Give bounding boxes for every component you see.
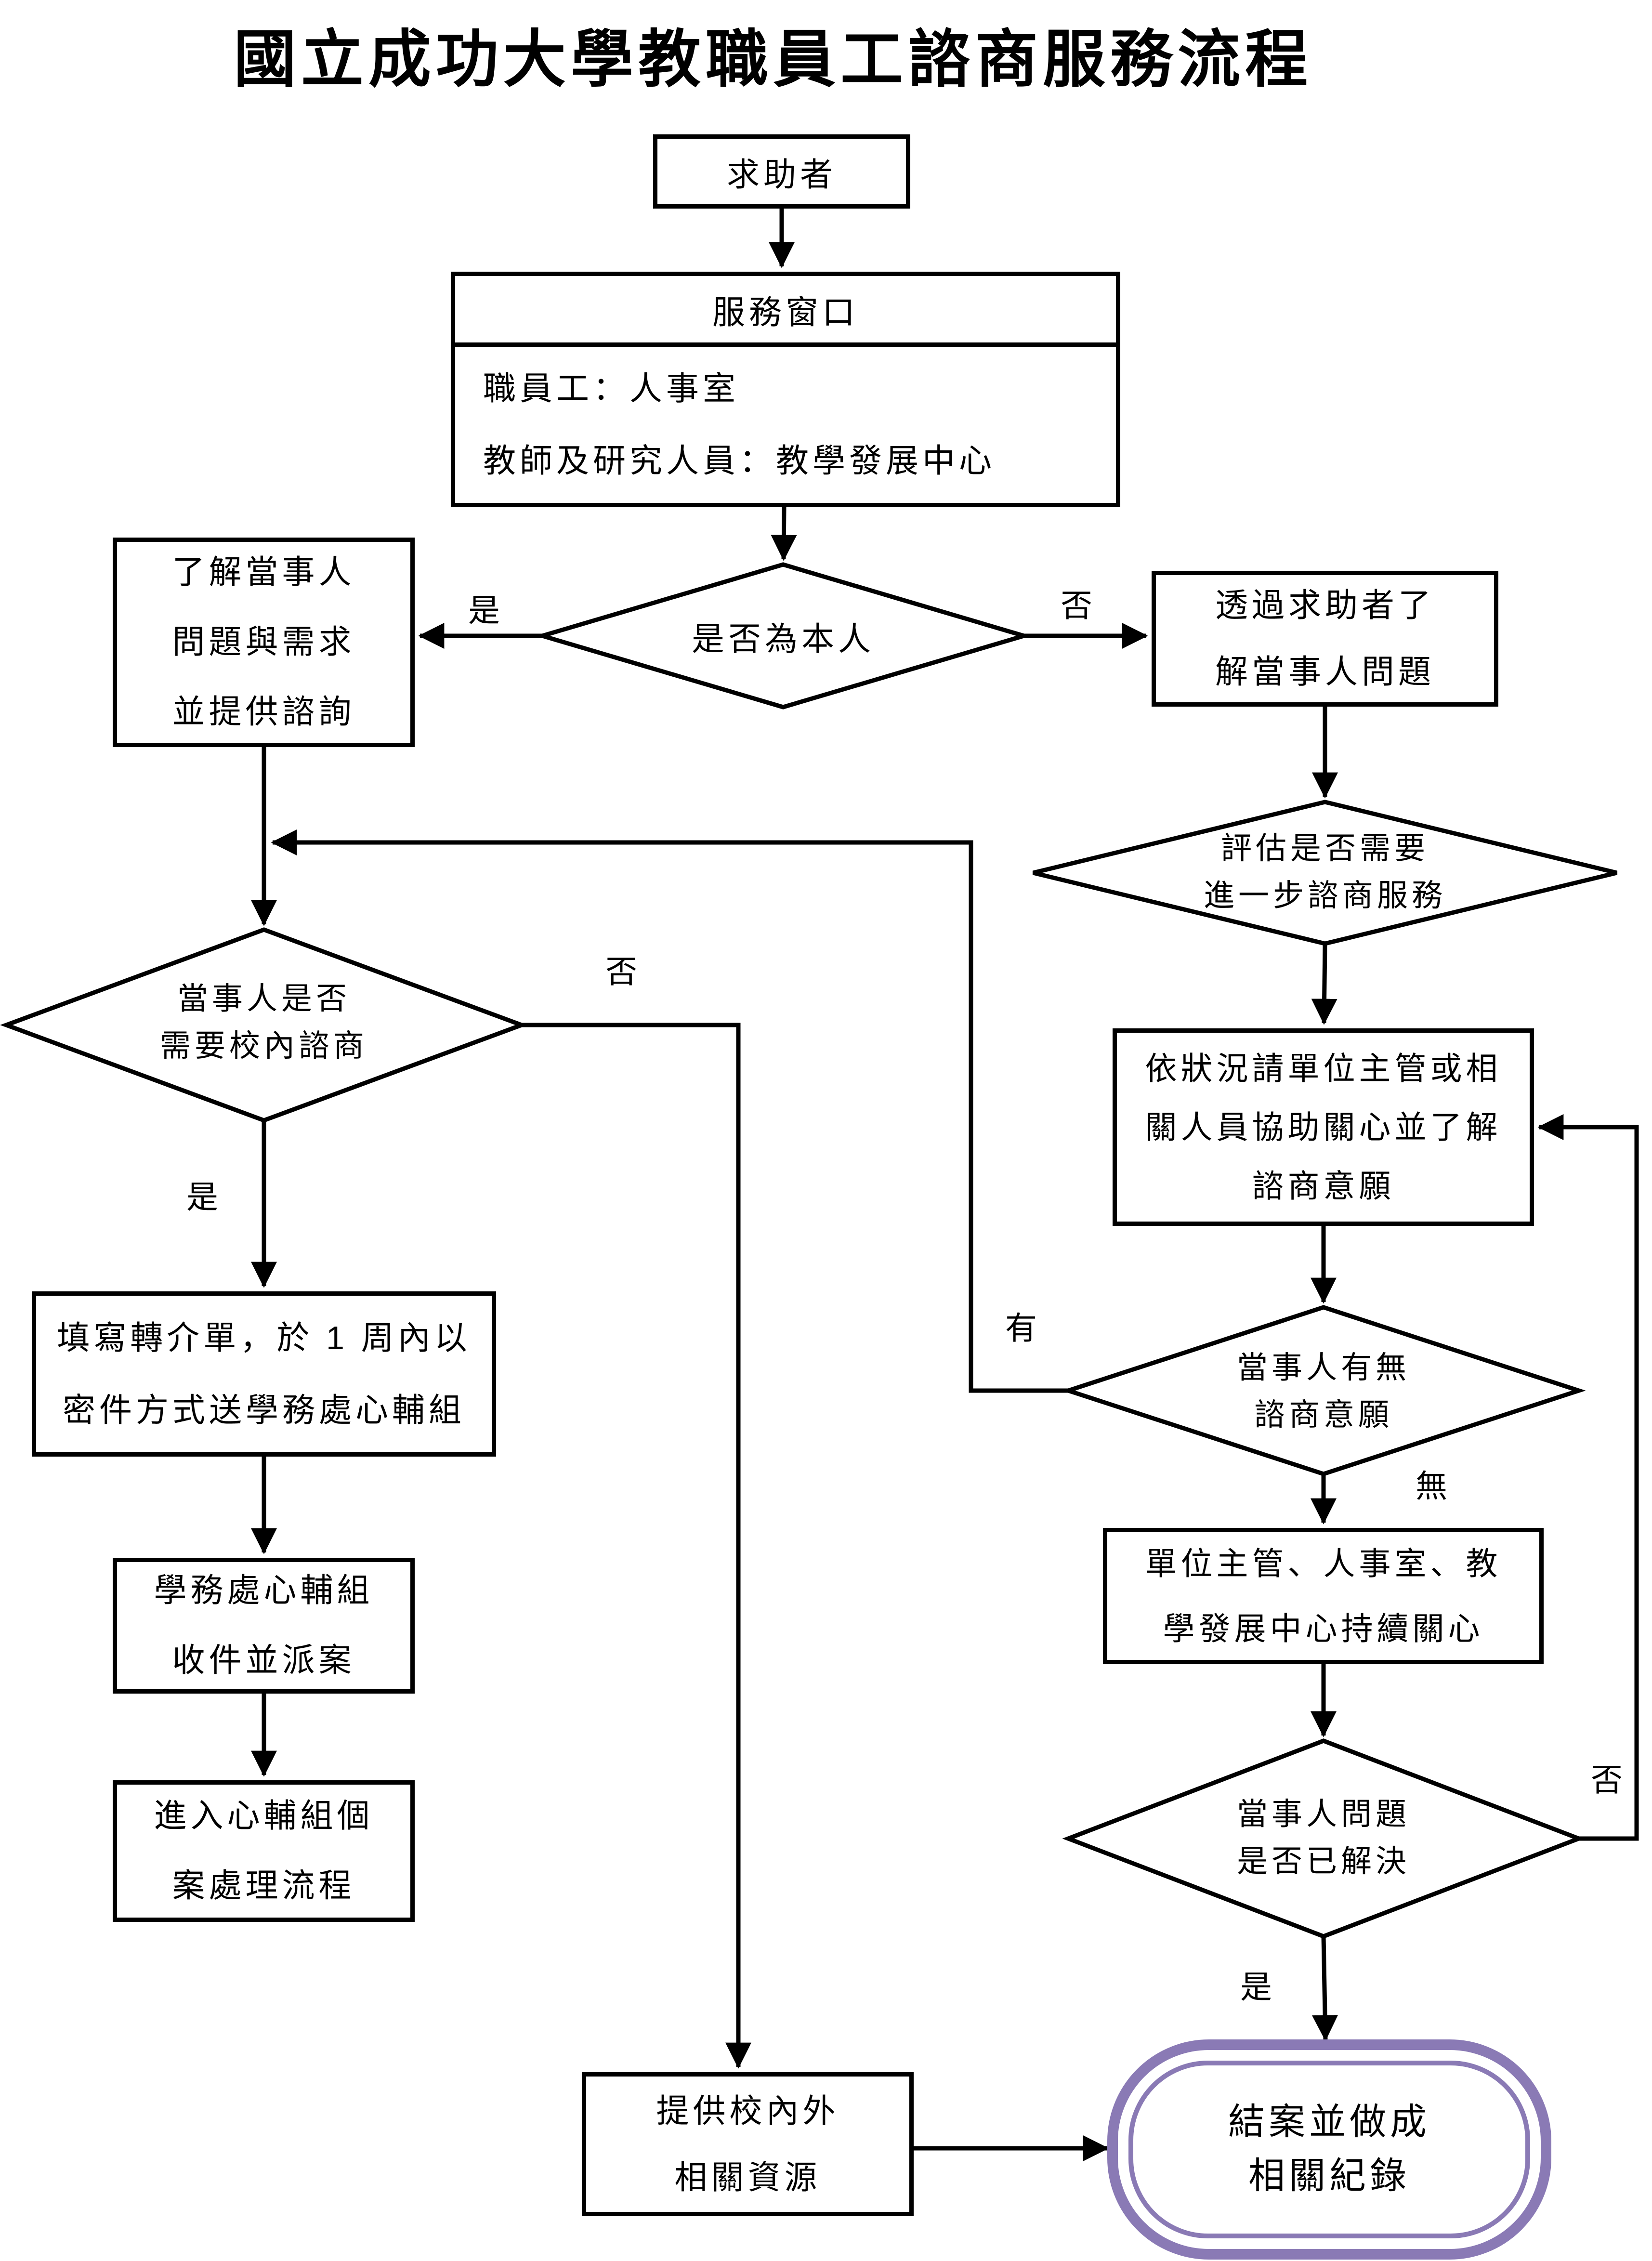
label-is-self-yes: 是	[468, 592, 500, 628]
node-intake-line2: 收件並派案	[172, 1642, 355, 1679]
node-understand: 了解當事人 問題與需求 並提供諮詢	[113, 538, 415, 747]
node-via-seeker: 透過求助者了 解當事人問題	[1152, 571, 1498, 707]
node-seeker-label: 求助者	[726, 156, 837, 193]
node-close-case-line2: 相關紀錄	[1248, 2156, 1410, 2196]
label-willingness-none: 無	[1416, 1468, 1447, 1504]
node-willingness: 當事人有無 諮商意願	[1131, 1338, 1516, 1444]
node-understand-line3: 並提供諮詢	[172, 694, 355, 730]
label-need-campus-no: 否	[605, 954, 637, 989]
diamond-willingness	[1061, 1305, 1586, 1476]
node-keep-care: 單位主管、人事室、教 學發展中心持續關心	[1103, 1528, 1544, 1664]
node-willingness-line2: 諮商意願	[1254, 1397, 1393, 1432]
node-close-case: 結案並做成 相關紀錄	[1137, 2091, 1522, 2207]
node-seeker: 求助者	[653, 134, 910, 209]
node-resources: 提供校內外 相關資源	[582, 2072, 914, 2216]
node-need-campus: 當事人是否 需要校內諮商	[71, 969, 457, 1075]
node-solved-line2: 是否已解決	[1237, 1844, 1410, 1879]
label-need-campus-yes: 是	[186, 1179, 218, 1215]
node-keep-care-line2: 學發展中心持續關心	[1163, 1610, 1484, 1646]
diamond-is-self	[535, 562, 1032, 710]
node-evaluate-line2: 進一步諮商服務	[1204, 878, 1446, 913]
node-service-window-header: 服務窗口	[455, 276, 1116, 347]
label-willingness-has: 有	[1005, 1310, 1037, 1346]
node-by-status-line3: 諮商意願	[1252, 1168, 1395, 1204]
node-need-campus-line2: 需要校內諮商	[160, 1028, 368, 1063]
edge-needcampus-no-to-resources	[522, 1023, 751, 2069]
diamond-need-campus	[0, 927, 528, 1123]
label-solved-no: 否	[1591, 1762, 1623, 1798]
edge-solved-yes-to-close	[1312, 1936, 1338, 2041]
terminal-close-outer	[1107, 2039, 1551, 2260]
node-evaluate: 評估是否需要 進一步諮商服務	[1108, 819, 1542, 925]
label-solved-yes: 是	[1240, 1969, 1272, 2005]
node-by-status: 依狀況請單位主管或相 關人員協助關心並了解 諮商意願	[1113, 1028, 1534, 1226]
edge-willingness-has-feedback	[271, 829, 1068, 1393]
node-need-campus-line1: 當事人是否	[177, 981, 351, 1016]
node-case-flow: 進入心輔組個 案處理流程	[113, 1780, 415, 1922]
diamond-solved	[1062, 1738, 1585, 1939]
diamond-evaluate	[1032, 800, 1618, 946]
node-solved: 當事人問題 是否已解決	[1131, 1785, 1516, 1891]
node-case-flow-line1: 進入心輔組個	[154, 1798, 374, 1834]
node-service-window-body: 職員工：人事室 教師及研究人員：教學發展中心	[455, 347, 1116, 503]
node-service-window: 服務窗口 職員工：人事室 教師及研究人員：教學發展中心	[451, 272, 1120, 507]
edge-evaluate-to-bystatus	[1311, 943, 1337, 1025]
node-service-window-line2: 教師及研究人員：教學發展中心	[483, 443, 996, 479]
node-understand-line1: 了解當事人	[172, 554, 355, 591]
edge-solved-no-feedback	[1537, 1114, 1639, 1841]
node-solved-line1: 當事人問題	[1237, 1797, 1410, 1831]
node-resources-line2: 相關資源	[674, 2159, 821, 2196]
node-referral-line2: 密件方式送學務處心輔組	[62, 1392, 465, 1429]
node-willingness-line1: 當事人有無	[1237, 1350, 1410, 1385]
node-by-status-line2: 關人員協助關心並了解	[1145, 1109, 1502, 1145]
node-close-case-line1: 結案並做成	[1228, 2102, 1430, 2143]
node-understand-line2: 問題與需求	[172, 624, 355, 660]
node-intake: 學務處心輔組 收件並派案	[113, 1558, 415, 1694]
node-via-seeker-line1: 透過求助者了	[1215, 587, 1435, 624]
terminal-close-inner	[1128, 2061, 1530, 2238]
node-referral: 填寫轉介單，於 1 周內以 密件方式送學務處心輔組	[32, 1291, 496, 1457]
node-case-flow-line2: 案處理流程	[172, 1867, 355, 1904]
node-by-status-line1: 依狀況請單位主管或相	[1145, 1051, 1502, 1086]
node-service-window-line1: 職員工：人事室	[483, 370, 740, 407]
label-is-self-no: 否	[1061, 588, 1092, 623]
node-referral-line1: 填寫轉介單，於 1 周內以	[57, 1319, 471, 1356]
node-is-self: 是否為本人	[590, 597, 976, 674]
node-via-seeker-line2: 解當事人問題	[1215, 654, 1435, 690]
node-intake-line1: 學務處心輔組	[154, 1572, 374, 1609]
node-is-self-label: 是否為本人	[691, 620, 875, 657]
node-resources-line1: 提供校內外	[656, 2092, 839, 2130]
page-title: 國立成功大學教職員工諮商服務流程	[233, 24, 1312, 94]
node-keep-care-line1: 單位主管、人事室、教	[1145, 1545, 1502, 1581]
node-evaluate-line1: 評估是否需要	[1221, 831, 1429, 866]
